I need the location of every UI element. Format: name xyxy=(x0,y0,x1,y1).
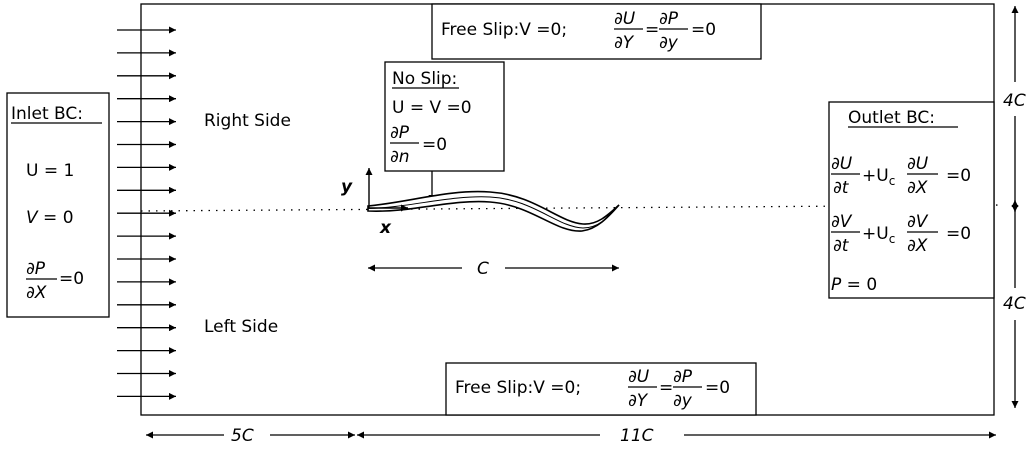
outlet-bc-title: Outlet BC: xyxy=(848,108,935,128)
inlet-dp-denominator: ∂X xyxy=(26,283,47,303)
top-free-slip-box: Free Slip:V =0; ∂U ∂Y = ∂P ∂y =0 xyxy=(431,3,762,60)
no-slip-dn-denominator: ∂n xyxy=(390,147,410,167)
inlet-dp-numerator: ∂P xyxy=(26,259,46,279)
no-slip-uv: U = V =0 xyxy=(392,98,472,118)
downstream-label: 11C xyxy=(620,426,654,446)
outlet-eq1-den2: ∂X xyxy=(907,178,928,198)
outlet-eq2-den1: ∂t xyxy=(833,236,850,256)
bottom-dp-numerator: ∂P xyxy=(673,367,693,387)
local-x-label: x xyxy=(379,218,392,238)
outlet-eq2-num2: ∂V xyxy=(907,212,929,232)
outlet-eq1-num2: ∂U xyxy=(907,154,929,174)
bottom-dp-denominator: ∂y xyxy=(673,391,693,411)
outlet-eq2-den2: ∂X xyxy=(907,236,928,256)
no-slip-dp-numerator: ∂P xyxy=(390,123,410,143)
bottom-half-label: 4C xyxy=(1003,294,1026,314)
left-side-label: Left Side xyxy=(204,317,278,337)
outlet-bc-box: Outlet BC: ∂U ∂t +Uc ∂U ∂X =0 ∂V ∂t +Uc … xyxy=(828,101,995,299)
right-side-label: Right Side xyxy=(204,111,291,131)
top-dy-denominator: ∂Y xyxy=(614,33,635,53)
bottom-free-slip-prefix: Free Slip:V =0; xyxy=(455,378,581,398)
centerline xyxy=(140,204,1004,212)
top-equals: = xyxy=(645,20,659,40)
inlet-flow-arrows xyxy=(117,26,176,400)
no-slip-title: No Slip: xyxy=(392,69,457,89)
inlet-v-value: V = 0 xyxy=(26,208,74,228)
top-dp-denominator: ∂y xyxy=(659,33,679,53)
upstream-label: 5C xyxy=(231,426,254,446)
bottom-du-numerator: ∂U xyxy=(628,367,650,387)
no-slip-rhs: =0 xyxy=(422,135,447,155)
bottom-dy-denominator: ∂Y xyxy=(628,391,649,411)
bottom-rhs: =0 xyxy=(705,378,730,398)
outlet-eq1-num1: ∂U xyxy=(831,154,853,174)
outlet-eq2-rhs: =0 xyxy=(946,224,971,244)
bottom-equals: = xyxy=(659,378,673,398)
top-dp-numerator: ∂P xyxy=(659,9,679,29)
local-y-label: y xyxy=(341,177,353,197)
outlet-eq2-num1: ∂V xyxy=(831,212,853,232)
chord-label: C xyxy=(477,259,489,279)
bottom-free-slip-box: Free Slip:V =0; ∂U ∂Y = ∂P ∂y =0 xyxy=(445,362,757,416)
inlet-dp-rhs: =0 xyxy=(59,269,84,289)
outlet-eq1-mid: +Uc xyxy=(862,166,895,188)
outlet-pressure: P = 0 xyxy=(831,275,877,295)
top-half-label: 4C xyxy=(1003,91,1026,111)
outlet-eq1-rhs: =0 xyxy=(946,166,971,186)
no-slip-box: No Slip: U = V =0 ∂P ∂n =0 xyxy=(384,61,505,202)
inlet-bc-box: Inlet BC: U = 1 V = 0 ∂P ∂X =0 xyxy=(6,92,110,318)
top-rhs: =0 xyxy=(691,20,716,40)
inlet-bc-title: Inlet BC: xyxy=(11,104,83,124)
top-du-numerator: ∂U xyxy=(614,9,636,29)
top-free-slip-prefix: Free Slip:V =0; xyxy=(441,20,567,40)
outlet-eq1-den1: ∂t xyxy=(833,178,850,198)
foil-body xyxy=(367,190,620,232)
outlet-eq2-mid: +Uc xyxy=(862,224,895,246)
inlet-u-value: U = 1 xyxy=(26,161,74,181)
